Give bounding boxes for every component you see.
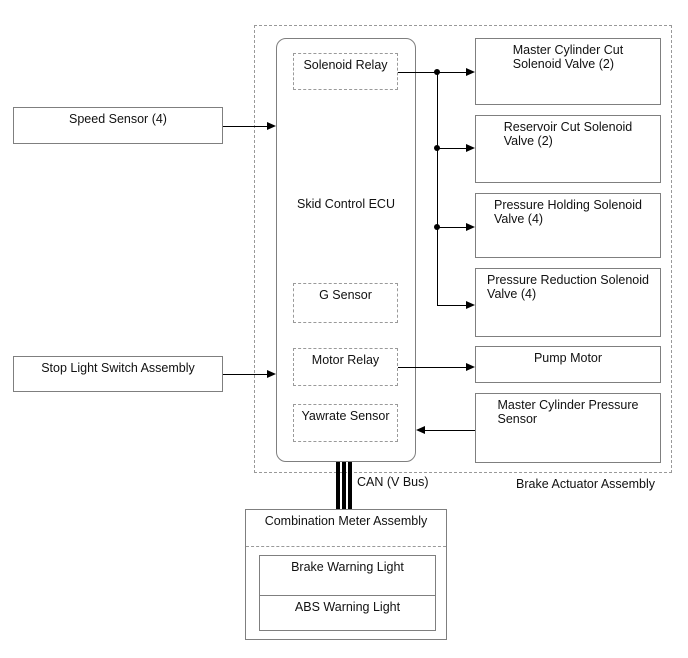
arrowhead-right-icon xyxy=(466,363,475,371)
wire-branch-holding-valve xyxy=(437,227,466,228)
pressure-reduction-valve-box: Pressure Reduction Solenoid Valve (4) xyxy=(475,268,661,337)
g-sensor-box: G Sensor xyxy=(293,283,398,323)
can-bus-wire xyxy=(336,462,340,509)
brake-warning-light-cell: Brake Warning Light xyxy=(260,556,435,596)
wire-speed-sensor-to-ecu xyxy=(223,126,267,127)
master-cylinder-pressure-sensor-label: Master Cylinder Pressure Sensor xyxy=(497,398,639,426)
solenoid-relay-box: Solenoid Relay xyxy=(293,53,398,90)
yawrate-sensor-label: Yawrate Sensor xyxy=(301,409,390,423)
junction-dot xyxy=(434,69,440,75)
wire-motor-relay-to-pump xyxy=(398,367,466,368)
g-sensor-label: G Sensor xyxy=(319,288,372,302)
arrowhead-right-icon xyxy=(466,144,475,152)
arrowhead-right-icon xyxy=(267,122,276,130)
arrowhead-right-icon xyxy=(466,301,475,309)
can-bus-wire xyxy=(348,462,352,509)
wire-branch-reduction-valve xyxy=(437,305,466,306)
master-cylinder-pressure-sensor-box: Master Cylinder Pressure Sensor xyxy=(475,393,661,463)
reservoir-cut-valve-box: Reservoir Cut Solenoid Valve (2) xyxy=(475,115,661,183)
pump-motor-box: Pump Motor xyxy=(475,346,661,383)
motor-relay-box: Motor Relay xyxy=(293,348,398,386)
master-cylinder-cut-valve-box: Master Cylinder Cut Solenoid Valve (2) xyxy=(475,38,661,105)
pressure-holding-valve-label: Pressure Holding Solenoid Valve (4) xyxy=(493,198,642,226)
skid-control-ecu-label: Skid Control ECU xyxy=(297,197,395,211)
arrowhead-right-icon xyxy=(267,370,276,378)
brake-warning-light-label: Brake Warning Light xyxy=(291,560,404,574)
brake-actuator-assembly-label: Brake Actuator Assembly xyxy=(516,477,655,491)
wire-stop-light-to-ecu xyxy=(223,374,267,375)
master-cylinder-cut-valve-label: Master Cylinder Cut Solenoid Valve (2) xyxy=(512,43,624,71)
wire-branch-reservoir-valve xyxy=(437,148,466,149)
meter-dashed-divider xyxy=(246,546,446,547)
motor-relay-label: Motor Relay xyxy=(311,353,380,367)
abs-warning-light-label: ABS Warning Light xyxy=(294,600,401,614)
abs-warning-light-cell: ABS Warning Light xyxy=(260,596,435,630)
junction-dot xyxy=(434,145,440,151)
arrowhead-right-icon xyxy=(466,223,475,231)
wire-solenoid-relay-to-valves xyxy=(398,72,466,73)
arrowhead-right-icon xyxy=(466,68,475,76)
can-bus-label: CAN (V Bus) xyxy=(357,475,429,489)
junction-dot xyxy=(434,224,440,230)
yawrate-sensor-box: Yawrate Sensor xyxy=(293,404,398,442)
warning-lights-box: Brake Warning Light ABS Warning Light xyxy=(259,555,436,631)
reservoir-cut-valve-label: Reservoir Cut Solenoid Valve (2) xyxy=(503,120,633,148)
valve-bus-line xyxy=(437,72,438,306)
pump-motor-label: Pump Motor xyxy=(533,351,603,365)
stop-light-switch-label: Stop Light Switch Assembly xyxy=(41,361,195,375)
combination-meter-assembly-box: Combination Meter Assembly Brake Warning… xyxy=(245,509,447,640)
skid-control-ecu-box: Skid Control ECU Solenoid Relay G Sensor… xyxy=(276,38,416,462)
pressure-holding-valve-box: Pressure Holding Solenoid Valve (4) xyxy=(475,193,661,258)
brake-actuator-assembly-boundary xyxy=(254,25,672,473)
pressure-reduction-valve-label: Pressure Reduction Solenoid Valve (4) xyxy=(487,273,649,301)
speed-sensor-box: Speed Sensor (4) xyxy=(13,107,223,144)
stop-light-switch-box: Stop Light Switch Assembly xyxy=(13,356,223,392)
wire-pressure-sensor-to-ecu xyxy=(425,430,475,431)
can-bus-wire xyxy=(342,462,346,509)
speed-sensor-label: Speed Sensor (4) xyxy=(69,112,167,126)
solenoid-relay-label: Solenoid Relay xyxy=(303,58,388,72)
arrowhead-left-icon xyxy=(416,426,425,434)
combination-meter-assembly-label: Combination Meter Assembly xyxy=(264,514,428,528)
